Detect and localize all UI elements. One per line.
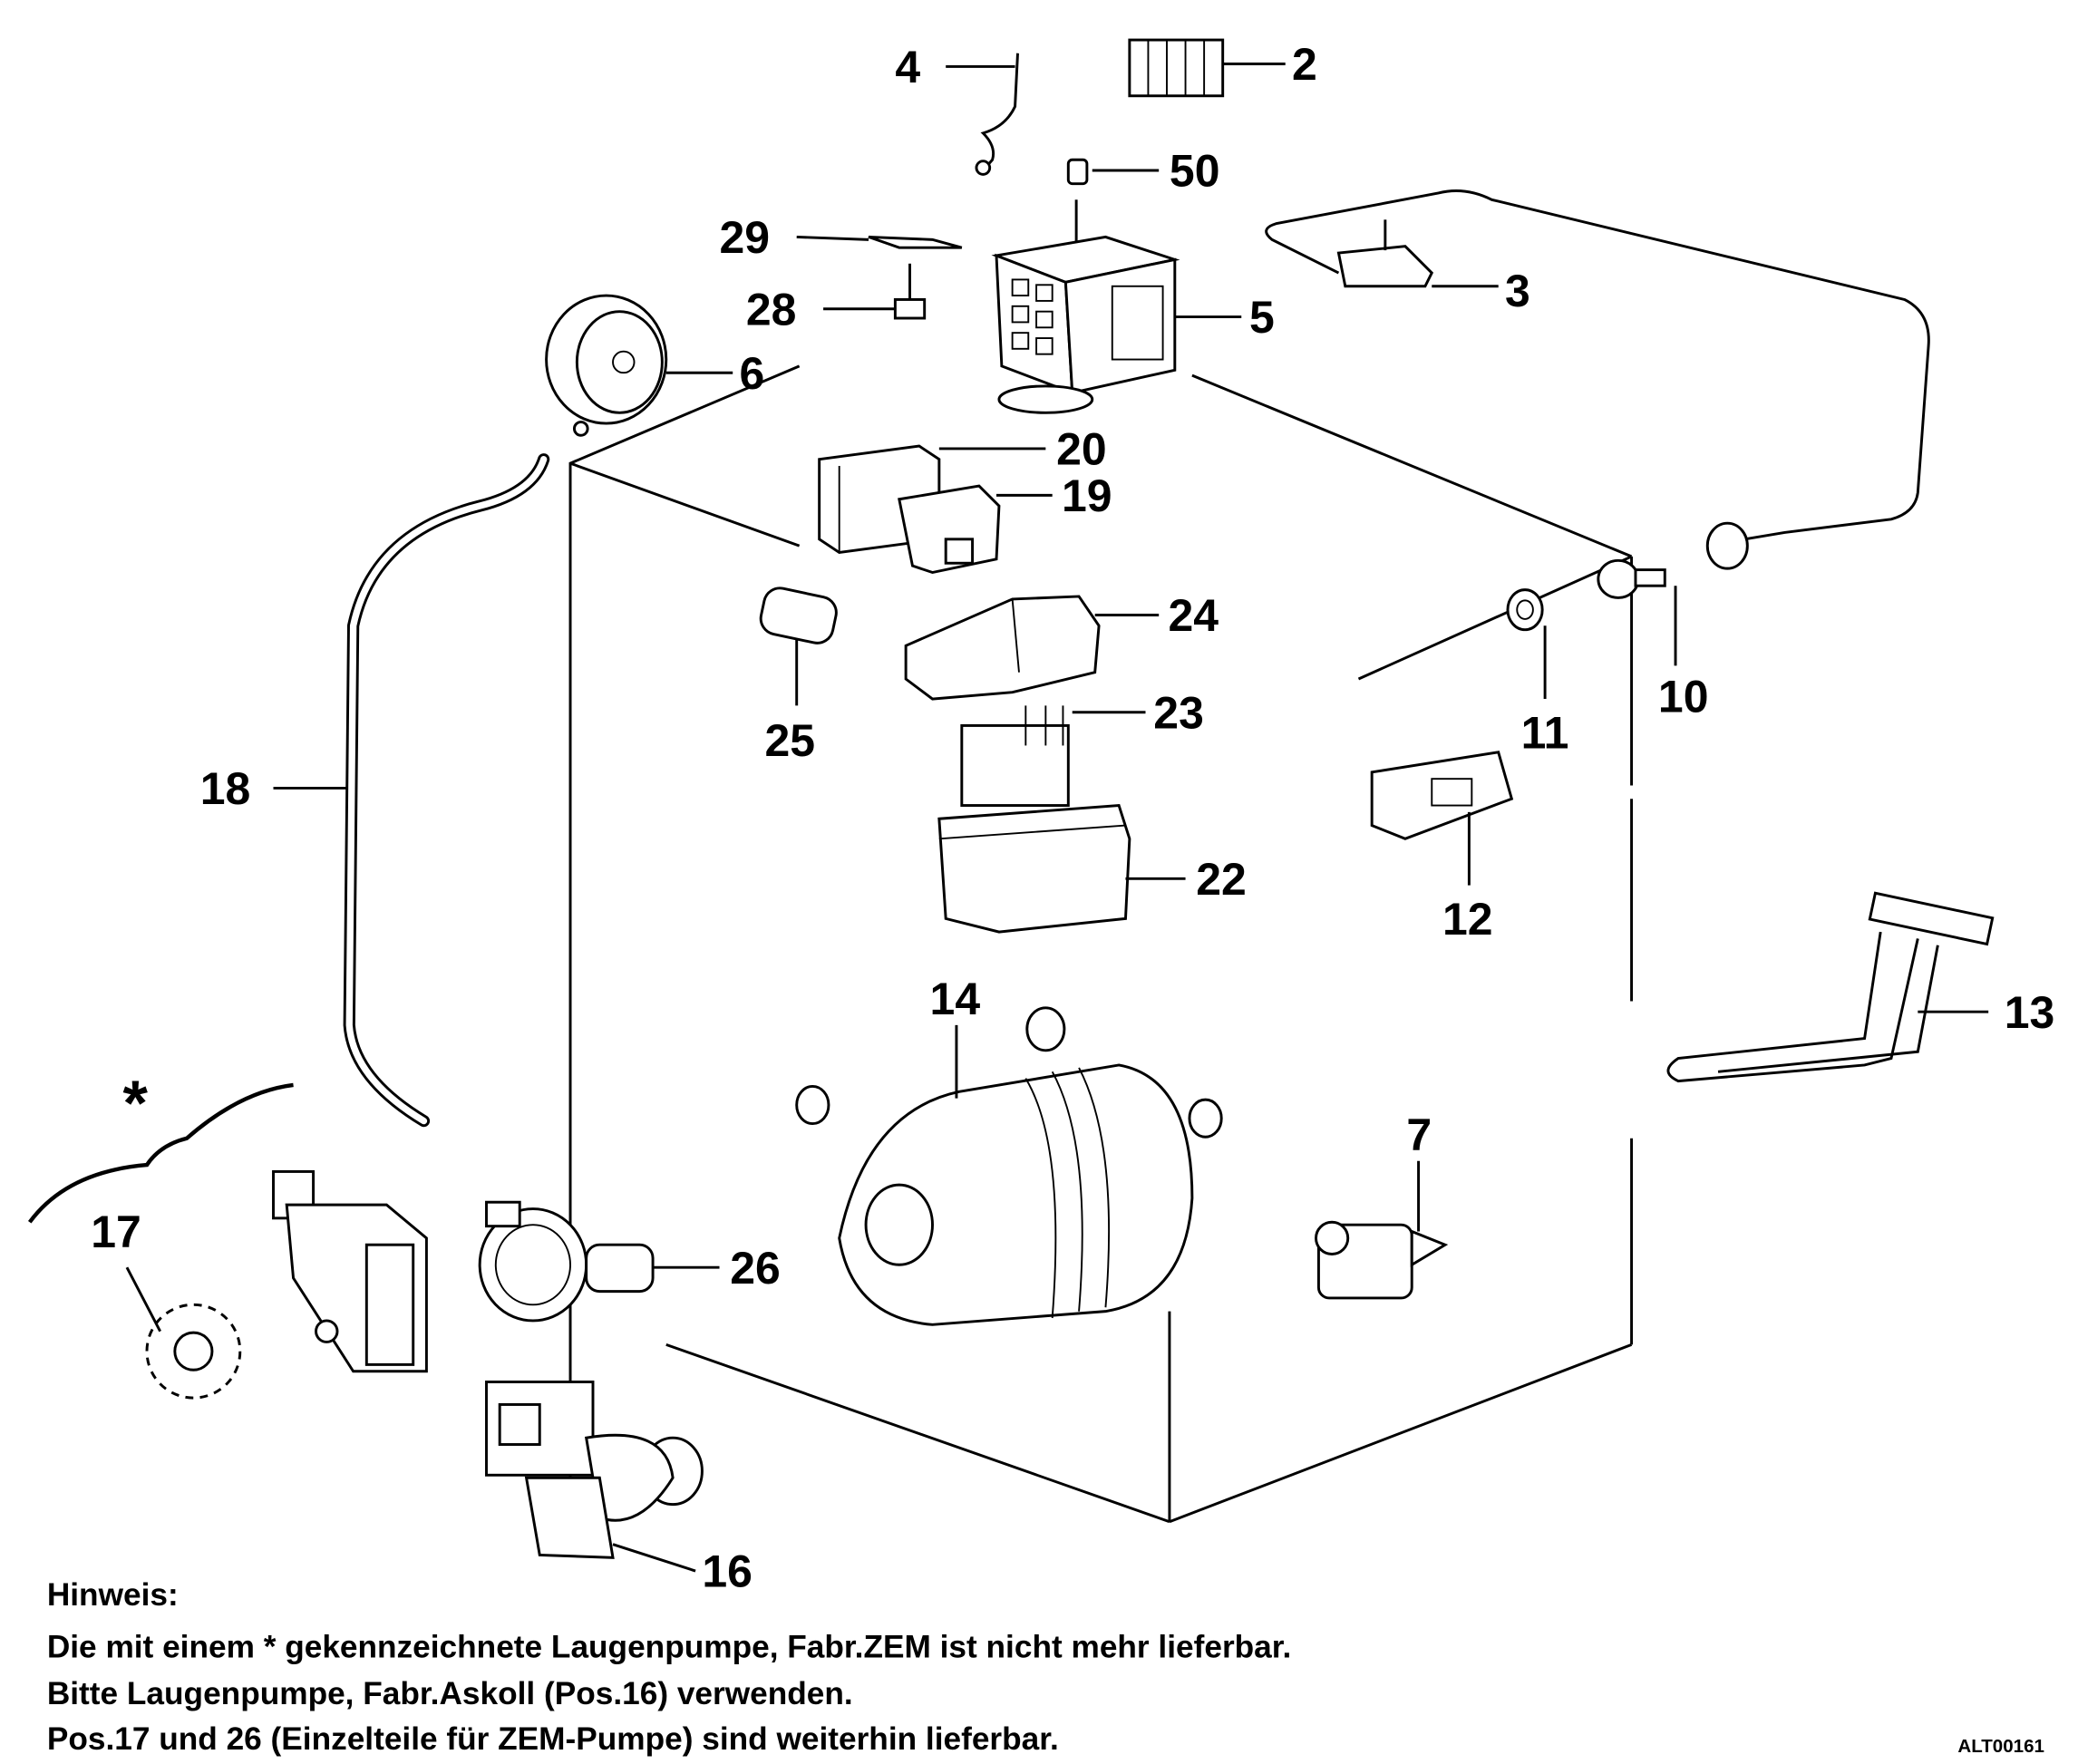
callout-7: 7 bbox=[1406, 1110, 1432, 1160]
callout-4: 4 bbox=[895, 42, 920, 92]
note-line-1: Die mit einem * gekennzeichnete Laugenpu… bbox=[47, 1630, 1292, 1665]
part-28-pin bbox=[893, 263, 927, 320]
part-23-circuit-board bbox=[960, 705, 1070, 808]
zem-pump-separator-line bbox=[27, 1082, 294, 1224]
callout-22: 22 bbox=[1196, 854, 1247, 905]
callout-13: 13 bbox=[2005, 987, 2055, 1038]
part-6-pulley-motor bbox=[545, 294, 668, 437]
callout-6: 6 bbox=[740, 348, 765, 399]
callout-28: 28 bbox=[746, 284, 797, 334]
callout-17: 17 bbox=[91, 1207, 141, 1257]
part-2-contact-block bbox=[1128, 38, 1225, 98]
part-13-heating-element bbox=[1666, 891, 1995, 1083]
note-line-2: Bitte Laugenpumpe, Fabr.Askoll (Pos.16) … bbox=[47, 1676, 853, 1711]
part-29-bracket bbox=[868, 235, 963, 249]
cabinet-outline bbox=[568, 364, 1634, 1524]
note-line-3: Pos.17 und 26 (Einzelteile für ZEM-Pumpe… bbox=[47, 1721, 1059, 1757]
drawing-code: ALT00161 bbox=[1957, 1736, 2044, 1757]
callout-26: 26 bbox=[730, 1243, 781, 1294]
part-26-pump-housing bbox=[478, 1200, 655, 1323]
callout-5: 5 bbox=[1249, 292, 1275, 343]
part-22-housing-box bbox=[937, 804, 1131, 934]
part-5-program-selector bbox=[991, 199, 1180, 414]
part-3-thermostat bbox=[1265, 189, 1930, 570]
part-17-impeller bbox=[145, 1303, 242, 1400]
callout-24: 24 bbox=[1168, 590, 1219, 641]
part-16-drain-pump bbox=[485, 1381, 704, 1559]
leader-lines bbox=[125, 63, 1989, 1573]
callout-18: 18 bbox=[200, 763, 251, 814]
callout-star: * bbox=[123, 1067, 149, 1139]
part-11-grommet bbox=[1506, 588, 1544, 632]
callout-12: 12 bbox=[1442, 894, 1493, 945]
note-heading: Hinweis: bbox=[47, 1577, 179, 1613]
callout-10: 10 bbox=[1658, 672, 1709, 722]
part-18-hose bbox=[343, 453, 550, 1128]
callout-labels: 4 2 50 29 3 28 5 6 20 19 24 10 25 11 23 … bbox=[91, 39, 2054, 1597]
callout-14: 14 bbox=[930, 974, 981, 1024]
part-10-lamp bbox=[1597, 558, 1666, 599]
part-4-sensor-wire bbox=[975, 53, 1019, 176]
callout-19: 19 bbox=[1062, 470, 1112, 521]
callout-11: 11 bbox=[1521, 707, 1569, 758]
callout-2: 2 bbox=[1292, 39, 1317, 90]
callout-3: 3 bbox=[1505, 266, 1530, 316]
part-19-housing bbox=[898, 484, 1001, 575]
part-7-valve bbox=[1315, 1220, 1449, 1300]
callout-50: 50 bbox=[1170, 146, 1220, 197]
callout-25: 25 bbox=[764, 715, 815, 766]
callout-20: 20 bbox=[1056, 424, 1107, 475]
part-25-capacitor bbox=[759, 586, 838, 645]
callout-23: 23 bbox=[1153, 687, 1204, 738]
note-block: Hinweis: Die mit einem * gekennzeichnete… bbox=[47, 1577, 1292, 1757]
part-24-cover bbox=[904, 595, 1101, 701]
part-12-door-lock bbox=[1370, 751, 1514, 840]
part-14-drive-motor bbox=[795, 1006, 1223, 1326]
callout-16: 16 bbox=[702, 1546, 753, 1597]
zem-pump bbox=[272, 1169, 428, 1373]
part-50-cap bbox=[1066, 158, 1089, 186]
callout-29: 29 bbox=[720, 212, 771, 263]
